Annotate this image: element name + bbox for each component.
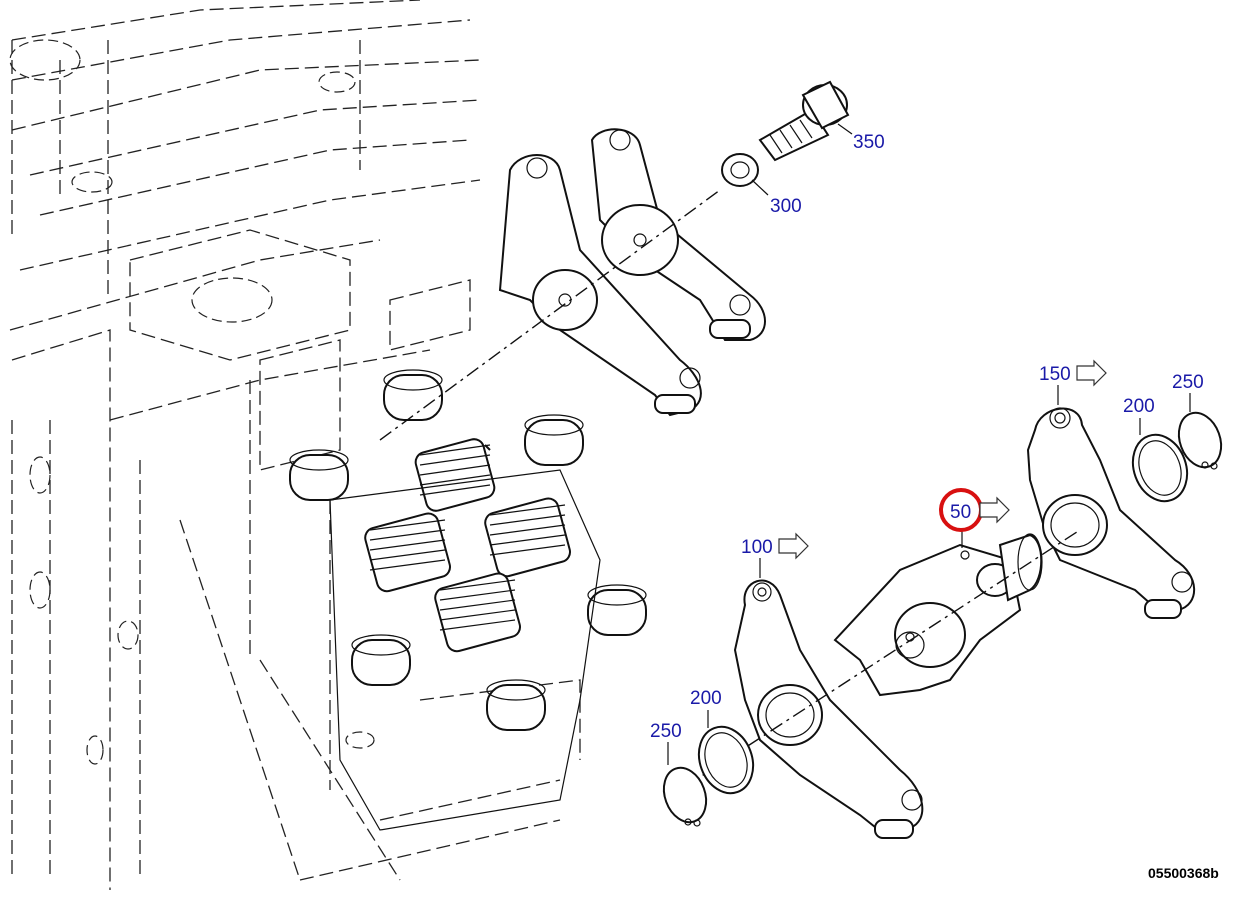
valve-spring — [414, 438, 496, 512]
washer-300 — [721, 153, 759, 187]
callout-250-right[interactable]: 250 — [1172, 372, 1204, 393]
valve-assembly — [289, 369, 647, 831]
tappet — [351, 634, 411, 686]
thrust-washer-200-right — [1131, 433, 1189, 503]
thrust-washer-200-left — [697, 725, 755, 795]
tappet — [289, 449, 349, 501]
callout-200-left[interactable]: 200 — [690, 688, 722, 709]
circlip-250-right — [1177, 411, 1223, 470]
callouts: 350 300 150 200 250 50 100 200 250 — [650, 132, 1204, 742]
tappet — [524, 414, 584, 466]
callout-350[interactable]: 350 — [853, 132, 885, 153]
callout-300[interactable]: 300 — [770, 196, 802, 217]
valve-spring — [434, 572, 521, 653]
cylinder-head-ghost — [9, 0, 581, 890]
rocker-arm-100 — [733, 579, 924, 839]
assembly-axis-upper — [379, 189, 721, 441]
arrow-right-icon — [1076, 359, 1107, 387]
valve-spring — [484, 497, 571, 578]
rocker-bracket-50 — [833, 533, 1043, 697]
tappet — [587, 584, 647, 636]
tappet — [383, 369, 443, 421]
bolt-350 — [758, 80, 850, 162]
drawing-number: 05500368b — [1148, 865, 1219, 881]
tappet — [486, 679, 546, 731]
callout-100[interactable]: 100 — [741, 537, 773, 558]
callout-50[interactable]: 50 — [950, 502, 971, 523]
assembly-axis-lower — [679, 529, 1081, 791]
valve-spring — [364, 512, 451, 593]
arrow-right-icon — [979, 496, 1010, 524]
callout-200-right[interactable]: 200 — [1123, 396, 1155, 417]
circlip-250-left — [662, 766, 708, 827]
upper-rocker-assembly — [498, 128, 766, 417]
rocker-arm-150 — [1026, 407, 1196, 619]
callout-250-left[interactable]: 250 — [650, 721, 682, 742]
arrow-right-icon — [778, 532, 809, 560]
callout-150[interactable]: 150 — [1039, 364, 1071, 385]
